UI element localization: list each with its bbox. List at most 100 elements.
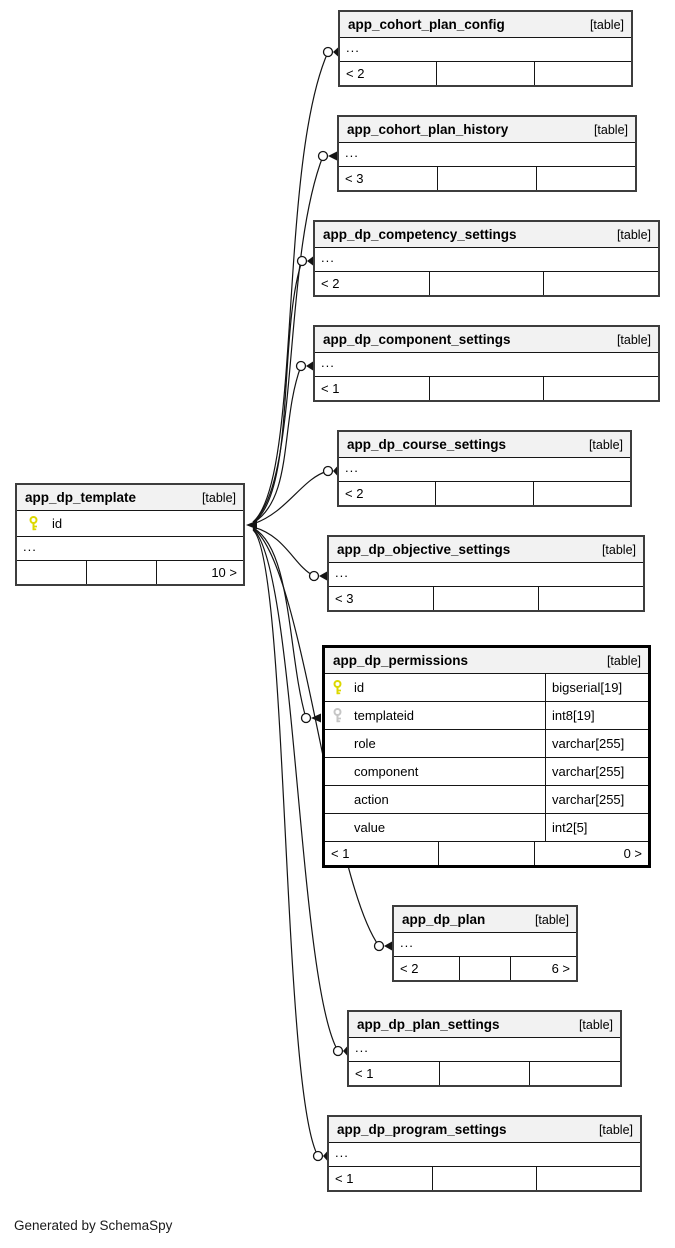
- table-footer: < 1: [315, 377, 658, 400]
- table-footer: < 2: [315, 272, 658, 295]
- relation-line-course-settings: [252, 470, 329, 525]
- column-type: int2[5]: [545, 814, 648, 841]
- table-header: app_dp_objective_settings [table]: [329, 537, 643, 563]
- relation-line-program-settings: [252, 529, 319, 1157]
- table-header: app_dp_course_settings [table]: [339, 432, 630, 458]
- collapsed-columns-row: ...: [340, 38, 631, 62]
- column-name: id: [52, 516, 63, 531]
- table-name[interactable]: app_dp_component_settings: [323, 332, 511, 347]
- fk-end-arrow-icon: [323, 1151, 327, 1161]
- fk-end-circle-icon: [300, 712, 312, 724]
- table-app_cohort_plan_config[interactable]: app_cohort_plan_config [table] ... < 2: [338, 10, 633, 87]
- footer-degree-cell: [544, 272, 658, 295]
- fk-end-circle-icon: [317, 150, 329, 162]
- table-header: app_dp_program_settings [table]: [329, 1117, 640, 1143]
- footer-mid-cell: [430, 272, 545, 295]
- table-name[interactable]: app_dp_program_settings: [337, 1122, 507, 1137]
- relation-line-plan-settings: [252, 528, 339, 1052]
- footer-degree-cell: < 1: [325, 842, 439, 865]
- fk-end-arrow-icon: [343, 1046, 347, 1056]
- table-app_cohort_plan_history[interactable]: app_cohort_plan_history [table] ... < 3: [337, 115, 637, 192]
- table-footer: < 3: [339, 167, 635, 190]
- table-type-badge: [table]: [598, 1123, 633, 1137]
- table-app_dp_permissions[interactable]: app_dp_permissions [table] id bigserial[…: [322, 645, 651, 868]
- column-name: role: [354, 736, 376, 751]
- footer-mid-cell: [460, 957, 512, 980]
- table-name[interactable]: app_dp_template: [25, 490, 137, 505]
- column-row-role: role varchar[255]: [325, 730, 648, 758]
- footer-degree-cell: [537, 1167, 640, 1190]
- column-type: bigserial[19]: [545, 674, 648, 701]
- footer-degree-cell: 6 >: [551, 961, 570, 976]
- table-name[interactable]: app_dp_permissions: [333, 653, 469, 668]
- footer-degree-cell: < 1: [349, 1062, 440, 1085]
- column-name: value: [354, 820, 386, 835]
- footer-mid-cell: [439, 842, 536, 865]
- primary-key-icon: [333, 680, 344, 695]
- table-name[interactable]: app_dp_plan: [402, 912, 486, 927]
- fk-end-circle-icon: [296, 255, 308, 267]
- fk-end-arrow-icon: [333, 47, 338, 57]
- fk-end-circle-icon: [373, 940, 385, 952]
- table-app_dp_plan_settings[interactable]: app_dp_plan_settings [table] ... < 1: [347, 1010, 622, 1087]
- table-header: app_dp_template [table]: [17, 485, 243, 511]
- table-footer: < 1: [329, 1167, 640, 1190]
- table-app_dp_plan[interactable]: app_dp_plan [table] ... < 2 6 >: [392, 905, 578, 982]
- table-type-badge: [table]: [601, 543, 636, 557]
- table-app_dp_objective_settings[interactable]: app_dp_objective_settings [table] ... < …: [327, 535, 645, 612]
- footer-degree-cell: [530, 1062, 620, 1085]
- table-name[interactable]: app_dp_plan_settings: [357, 1017, 500, 1032]
- table-type-badge: [table]: [201, 491, 236, 505]
- primary-key-icon: [29, 516, 40, 531]
- column-type: varchar[255]: [545, 786, 648, 813]
- table-header: app_cohort_plan_config [table]: [340, 12, 631, 38]
- collapsed-columns-row: ...: [329, 1143, 640, 1167]
- collapsed-columns-row: ...: [315, 353, 658, 377]
- table-footer: < 2: [340, 62, 631, 85]
- footer-degree-cell: < 3: [329, 587, 434, 610]
- footer-degree-cell: < 2: [340, 62, 438, 85]
- fk-end-circle-icon: [295, 360, 307, 372]
- table-name[interactable]: app_dp_course_settings: [347, 437, 507, 452]
- collapsed-columns-row: ...: [339, 458, 630, 482]
- column-row-component: component varchar[255]: [325, 758, 648, 786]
- footer-mid-cell: [433, 1167, 537, 1190]
- fk-end-circle-icon: [332, 1045, 344, 1057]
- footer-degree-cell: [17, 561, 87, 584]
- table-name[interactable]: app_dp_objective_settings: [337, 542, 511, 557]
- table-app_dp_competency_settings[interactable]: app_dp_competency_settings [table] ... <…: [313, 220, 660, 297]
- footer-degree-cell: [535, 62, 631, 85]
- relation-line-plan: [252, 527, 380, 947]
- fk-end-arrow-icon: [384, 941, 392, 951]
- table-app_dp_component_settings[interactable]: app_dp_component_settings [table] ... < …: [313, 325, 660, 402]
- table-app_dp_course_settings[interactable]: app_dp_course_settings [table] ... < 2: [337, 430, 632, 507]
- footer-degree-cell: 10 >: [211, 565, 237, 580]
- parent-end-arrow-icon: [246, 520, 257, 530]
- table-name[interactable]: app_dp_competency_settings: [323, 227, 517, 242]
- footer-mid-cell: [438, 167, 537, 190]
- footer-degree-cell: [534, 482, 630, 505]
- fk-end-arrow-icon: [311, 713, 321, 723]
- relation-line-objective-settings: [252, 526, 315, 577]
- table-name[interactable]: app_cohort_plan_config: [348, 17, 505, 32]
- table-header: app_dp_plan_settings [table]: [349, 1012, 620, 1038]
- table-header: app_dp_plan [table]: [394, 907, 576, 933]
- table-footer: < 2: [339, 482, 630, 505]
- footer-degree-cell: < 2: [394, 957, 460, 980]
- table-name[interactable]: app_cohort_plan_history: [347, 122, 509, 137]
- footer-degree-cell: < 1: [329, 1167, 433, 1190]
- table-type-badge: [table]: [589, 18, 624, 32]
- fk-end-circle-icon: [308, 570, 320, 582]
- table-app_dp_template[interactable]: app_dp_template [table] id ... 10 >: [15, 483, 245, 586]
- fk-end-circle-icon: [312, 1150, 324, 1162]
- footer-degree-cell: [537, 167, 635, 190]
- fk-end-circle-icon: [322, 46, 334, 58]
- table-footer: 10 >: [17, 561, 243, 584]
- footer-mid-cell: [87, 561, 157, 584]
- footer-mid-cell: [437, 62, 535, 85]
- column-name: action: [354, 792, 389, 807]
- fk-end-arrow-icon: [319, 571, 327, 581]
- table-type-badge: [table]: [593, 123, 628, 137]
- table-app_dp_program_settings[interactable]: app_dp_program_settings [table] ... < 1: [327, 1115, 642, 1192]
- column-type: varchar[255]: [545, 730, 648, 757]
